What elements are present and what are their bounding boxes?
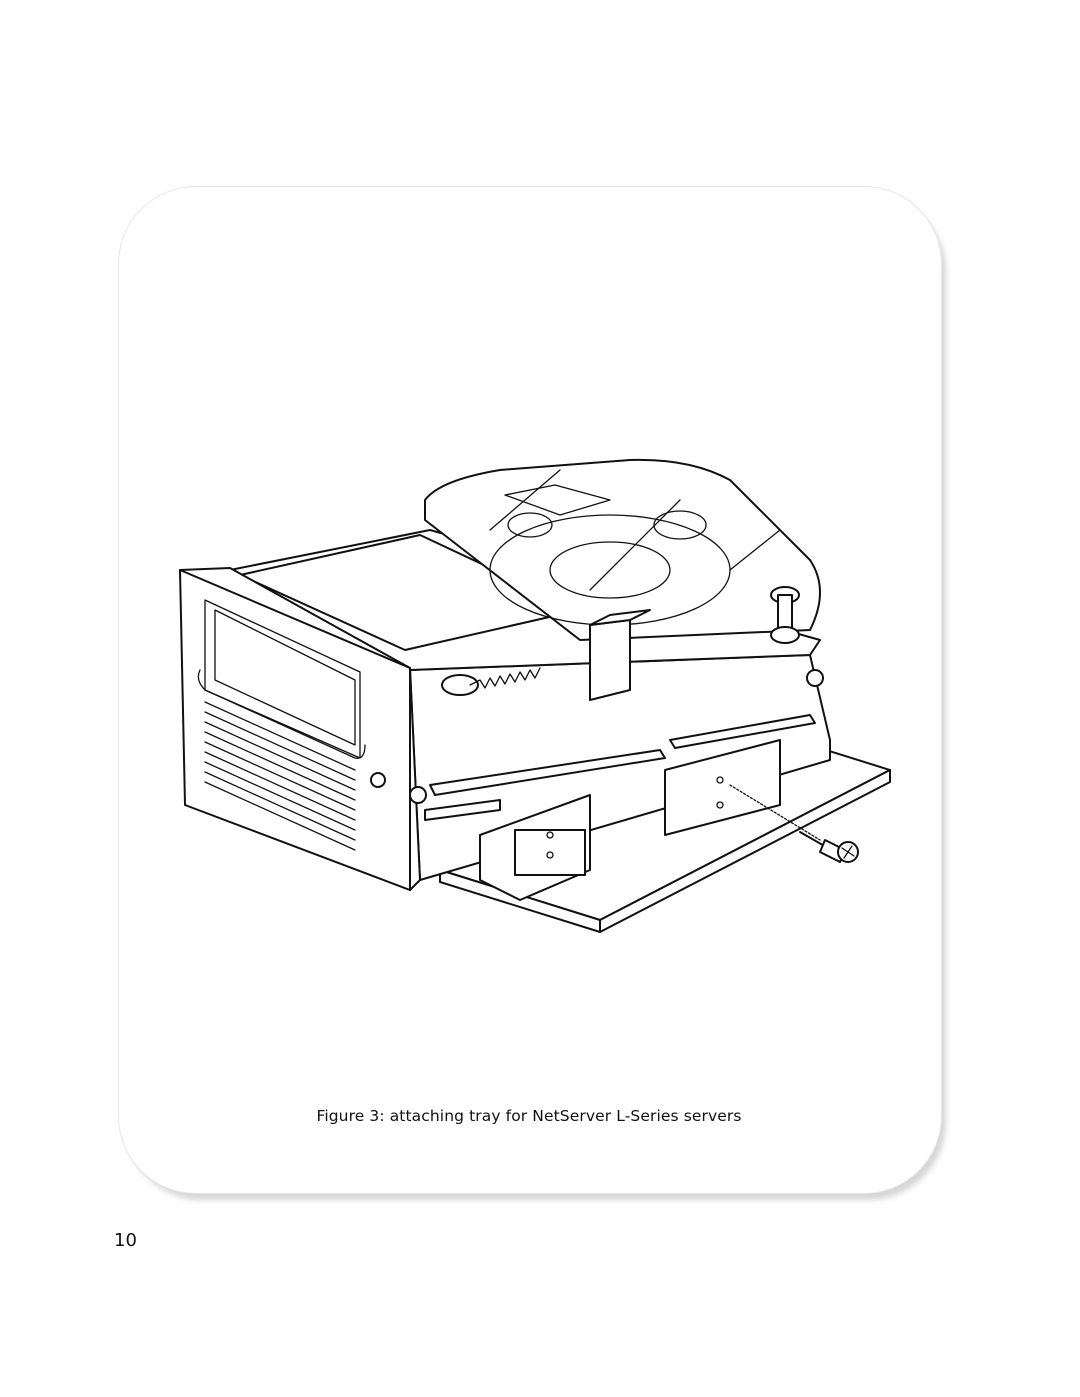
screw-icon — [806, 669, 824, 687]
screw-icon — [729, 784, 859, 863]
mounting-bracket-icon — [479, 739, 781, 901]
page-number: 10 — [114, 1230, 137, 1251]
tape-drive-illustration — [170, 440, 910, 940]
figure-caption: Figure 3: attaching tray for NetServer L… — [316, 1107, 742, 1125]
front-bezel-icon — [179, 567, 421, 891]
screw-icon — [409, 786, 427, 804]
drive-body-icon — [229, 458, 831, 881]
